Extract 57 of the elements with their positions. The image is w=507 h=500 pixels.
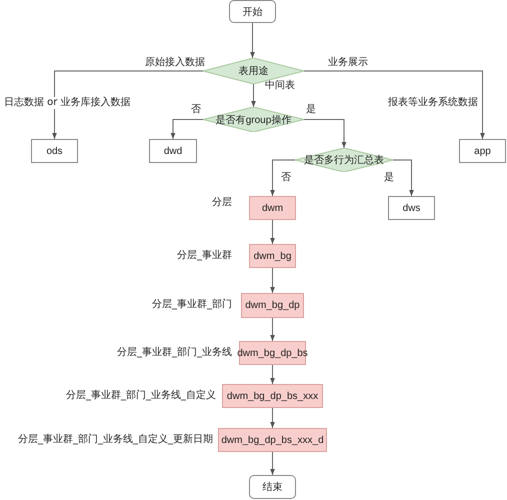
annotation-text: 分层_事业群_部门_业务线_自定义_更新日期: [18, 434, 213, 446]
process-box: [149, 139, 197, 163]
process-box: [249, 196, 296, 220]
arrow: [251, 84, 256, 108]
annotation-text: 报表等业务系统数据: [388, 97, 478, 109]
annotation-text: 日志数据 or 业务库接入数据: [4, 97, 131, 109]
edge-label: 否: [190, 104, 202, 116]
arrow: [270, 318, 275, 342]
arrow: [304, 119, 346, 148]
node-label: dwm_bg: [254, 250, 292, 262]
process-box: [459, 139, 506, 163]
node-label: dwm_bg_dp: [245, 300, 300, 311]
node-label: 表用途: [238, 64, 268, 78]
process-box: [222, 384, 323, 408]
node-label: ods: [46, 146, 63, 156]
edge-label: 否: [280, 172, 292, 184]
node-label: 开始: [242, 6, 262, 18]
arrow: [270, 408, 275, 428]
terminal-box: [229, 0, 276, 23]
decision-diamond: [295, 148, 393, 172]
process-box: [218, 428, 327, 452]
process-box: [249, 244, 296, 268]
arrow: [250, 22, 255, 58]
arrow: [270, 364, 275, 384]
edge-label: 是: [383, 172, 395, 184]
node-label: 是否多行为汇总表: [304, 154, 384, 167]
node-label: dwm: [262, 202, 284, 214]
arrow: [170, 119, 204, 140]
process-box: [388, 196, 435, 220]
process-box: [241, 293, 304, 318]
arrow: [304, 70, 485, 140]
node-label: 结束: [262, 480, 282, 494]
annotation-text: 分层_事业群_部门: [152, 299, 232, 311]
annotation-text: 分层: [212, 197, 232, 209]
edge-label: 业务展示: [327, 57, 369, 69]
annotation-text: 分层_事业群: [177, 250, 232, 262]
node-label: dwd: [164, 146, 182, 156]
node-label: dwm_bg_dp_bs_xxx: [226, 390, 318, 402]
node-label: dwm_bg_dp_bs: [237, 348, 308, 358]
arrow: [392, 160, 414, 196]
arrow: [270, 268, 275, 294]
edge-label: 是: [305, 104, 317, 116]
arrow: [270, 452, 275, 476]
annotation-text: 分层_事业群_部门_业务线: [117, 347, 232, 359]
process-box: [239, 341, 306, 365]
arrow: [270, 160, 296, 196]
node-label: dwm_bg_dp_bs_xxx_d: [221, 434, 324, 446]
process-box: [31, 139, 78, 163]
terminal-box: [249, 475, 296, 499]
node-label: 是否有group操作: [216, 114, 292, 126]
node-label: dws: [402, 202, 420, 214]
decision-diamond: [203, 107, 304, 132]
node-label: app: [474, 146, 491, 156]
arrow: [270, 220, 275, 244]
edge-label: 原始接入数据: [144, 57, 206, 69]
annotation-text: 分层_事业群_部门_业务线_自定义: [66, 390, 216, 402]
arrow: [52, 70, 204, 140]
